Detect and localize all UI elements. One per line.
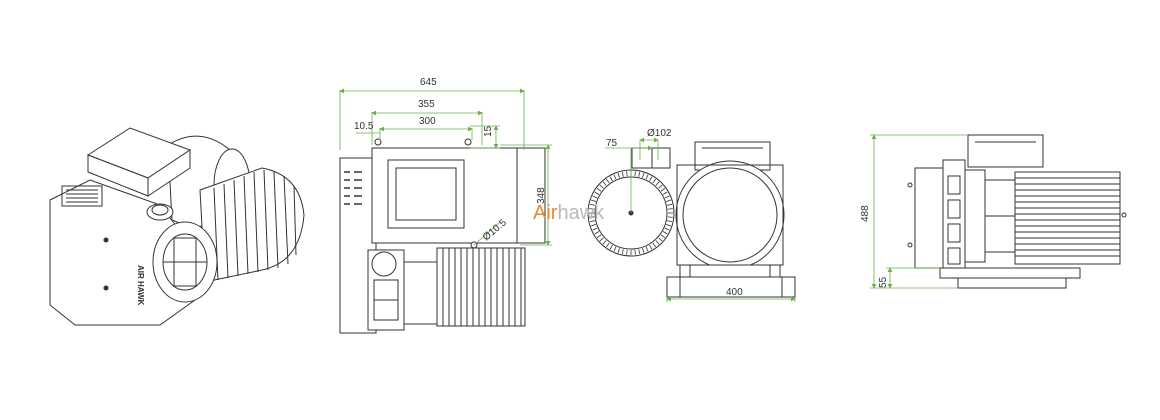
dial-tick bbox=[645, 174, 649, 180]
dial-tick bbox=[642, 248, 645, 254]
dial-tick bbox=[596, 187, 602, 192]
isometric-view: AIR HAWK bbox=[49, 127, 305, 326]
dial-tick bbox=[660, 187, 666, 192]
dial-tick bbox=[649, 244, 653, 250]
dial-tick bbox=[589, 220, 595, 223]
front-view bbox=[587, 141, 796, 298]
dial-tick bbox=[658, 184, 663, 189]
dial-tick bbox=[626, 171, 628, 177]
dial-tick bbox=[613, 246, 617, 252]
dial-tick bbox=[617, 172, 620, 178]
dial-tick bbox=[592, 195, 598, 199]
dial-tick bbox=[590, 199, 596, 202]
dial-tick bbox=[638, 171, 641, 177]
front-dial-ticks bbox=[589, 171, 673, 255]
dial-tick bbox=[655, 181, 660, 186]
rear-housing bbox=[914, 167, 944, 269]
dial-tick bbox=[660, 234, 666, 239]
dial-tick bbox=[609, 176, 613, 182]
dial-tick bbox=[599, 237, 604, 242]
dial-tick bbox=[652, 178, 657, 184]
front-dim-base-width: 400 bbox=[726, 287, 743, 298]
side-view bbox=[339, 138, 546, 334]
dial-tick bbox=[658, 237, 663, 242]
dial-tick bbox=[621, 171, 624, 177]
dial-tick bbox=[667, 203, 673, 206]
dial-tick bbox=[638, 249, 641, 255]
dial-tick bbox=[634, 171, 636, 177]
iso-inlet-flange bbox=[152, 221, 218, 303]
dial-tick bbox=[589, 203, 595, 206]
dial-tick bbox=[667, 208, 673, 210]
dial-tick bbox=[613, 174, 617, 180]
dial-tick bbox=[642, 172, 645, 178]
rear-dim-total-height: 488 bbox=[860, 205, 871, 222]
watermark-air: Air bbox=[533, 202, 558, 224]
front-dim-pipe-diameter: Ø102 bbox=[647, 128, 672, 139]
front-view-dimensions bbox=[605, 137, 796, 302]
dial-tick bbox=[594, 231, 600, 235]
front-base bbox=[679, 264, 781, 278]
iso-motor-fins bbox=[199, 167, 305, 283]
side-view-dimensions bbox=[339, 88, 552, 246]
iso-brand-text: AIR HAWK bbox=[136, 265, 145, 306]
dial-tick bbox=[664, 195, 670, 199]
side-dim-left-offset: 10.5 bbox=[354, 121, 374, 132]
dial-tick bbox=[596, 234, 602, 239]
rear-view-dimensions bbox=[870, 134, 968, 289]
dial-tick bbox=[590, 224, 596, 227]
rear-motor-fins bbox=[1014, 171, 1121, 265]
rear-dim-base-height: 55 bbox=[878, 276, 889, 288]
dial-tick bbox=[666, 199, 672, 202]
iso-terminal-box bbox=[86, 127, 192, 197]
dial-tick bbox=[652, 242, 657, 248]
dial-tick bbox=[605, 178, 610, 184]
dial-tick bbox=[594, 191, 600, 195]
dial-tick bbox=[664, 227, 670, 231]
dial-tick bbox=[662, 191, 668, 195]
side-dim-mount-outer: 355 bbox=[418, 99, 435, 110]
dial-tick bbox=[621, 249, 624, 255]
dial-tick bbox=[655, 240, 660, 245]
iso-pipe-cap bbox=[146, 203, 174, 221]
side-dim-height: 348 bbox=[536, 187, 547, 204]
dial-tick bbox=[602, 240, 607, 245]
rear-terminal-box bbox=[967, 134, 1044, 168]
dial-tick bbox=[617, 248, 620, 254]
dial-tick bbox=[609, 244, 613, 250]
dial-tick bbox=[589, 216, 595, 218]
dial-tick bbox=[666, 224, 672, 227]
rear-view bbox=[907, 134, 1127, 289]
dial-tick bbox=[667, 216, 673, 218]
side-motor-fins bbox=[436, 247, 526, 327]
dial-tick bbox=[634, 249, 636, 255]
dial-tick bbox=[602, 181, 607, 186]
dial-tick bbox=[626, 249, 628, 255]
dial-tick bbox=[589, 208, 595, 210]
side-dim-top-offset: 15 bbox=[483, 125, 494, 137]
side-dim-overall-length: 645 bbox=[420, 77, 437, 88]
dial-tick bbox=[649, 176, 653, 182]
side-dim-mount-inner: 300 bbox=[419, 116, 436, 127]
dial-tick bbox=[667, 220, 673, 223]
dial-tick bbox=[645, 246, 649, 252]
dial-tick bbox=[662, 231, 668, 235]
dial-tick bbox=[605, 242, 610, 248]
dial-tick bbox=[599, 184, 604, 189]
front-dim-pipe-offset: 75 bbox=[606, 138, 618, 149]
watermark-hawk: hawk bbox=[557, 202, 605, 224]
watermark: Airhawk bbox=[533, 202, 605, 224]
side-inlet bbox=[367, 249, 438, 331]
dial-tick bbox=[592, 227, 598, 231]
rear-base bbox=[939, 267, 1081, 279]
